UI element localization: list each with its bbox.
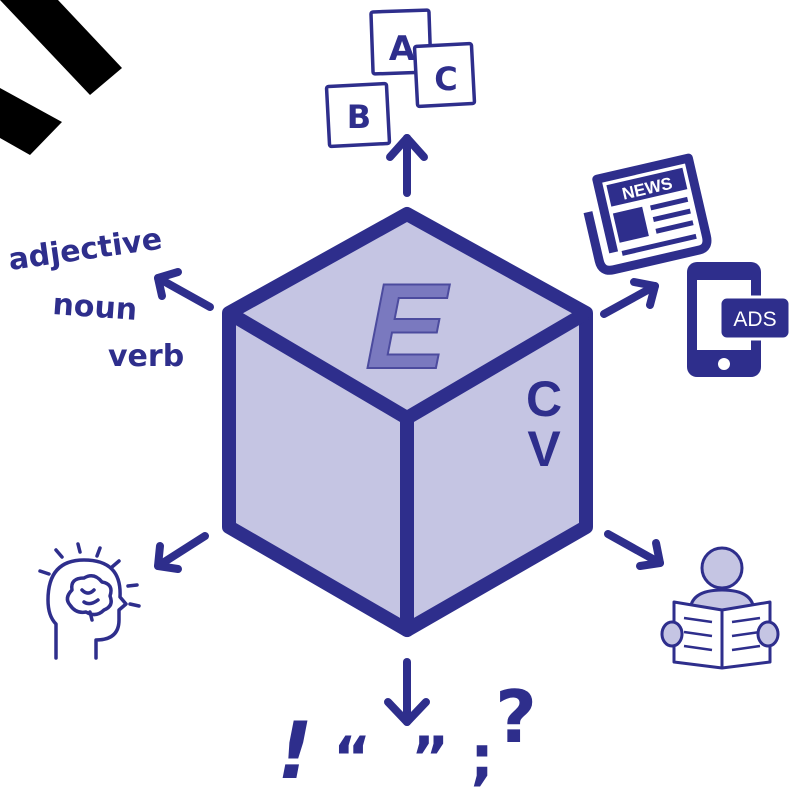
arrow-down [384, 658, 430, 726]
word-classes: adjective noun verb [6, 222, 184, 374]
arrow-up [386, 134, 428, 197]
cube-top-letter: E [365, 258, 450, 394]
punct-semicolon: ; [470, 723, 494, 793]
cube: E C V [222, 207, 593, 637]
phone-ads-icon: ADS [687, 262, 792, 377]
word-class-verb: verb [108, 339, 184, 374]
punctuation-icon: ! “ ” ; ? [277, 675, 537, 797]
reader-icon [660, 546, 780, 670]
cube-side-letter-c: C [526, 371, 562, 427]
arrow-upper-left [154, 268, 214, 311]
brain-head-icon [38, 542, 141, 660]
block-letter-c: C [434, 60, 457, 98]
punct-close-quote: ” [411, 724, 449, 792]
cube-side-letter-v: V [527, 421, 561, 477]
newspaper-icon: NEWS [583, 153, 712, 275]
punct-exclamation: ! [277, 707, 313, 797]
arrow-lower-right [604, 530, 664, 570]
arrow-upper-right [600, 278, 659, 318]
word-class-adjective: adjective [6, 222, 164, 278]
punct-open-quote: “ [333, 724, 371, 792]
arrows [154, 134, 664, 726]
phone-ads-label: ADS [733, 308, 776, 331]
block-letter-b: B [347, 98, 371, 136]
alphabet-blocks-icon: A C B [324, 8, 477, 149]
punct-question: ? [495, 675, 537, 759]
word-class-noun: noun [51, 287, 138, 328]
corner-stripes-icon [0, 0, 122, 155]
block-letter-a: A [389, 29, 416, 69]
arrow-lower-left [154, 532, 209, 573]
